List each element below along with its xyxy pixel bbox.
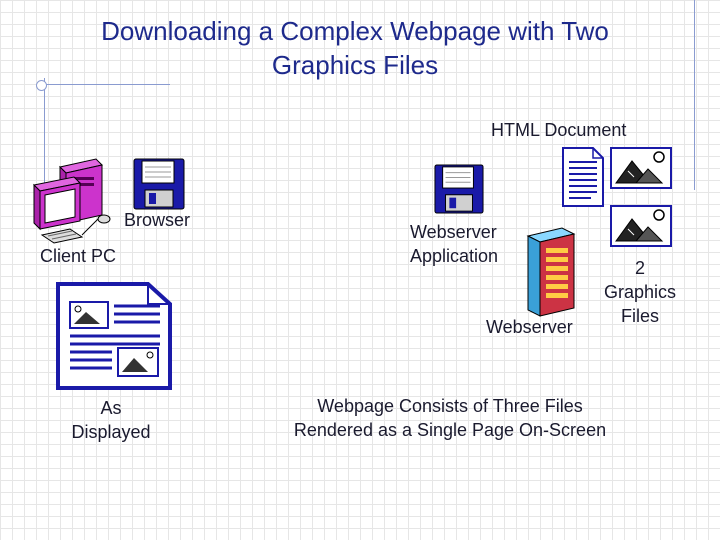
caption: Webpage Consists of Three Files Rendered…: [293, 396, 607, 440]
server-tower-icon: [526, 227, 576, 317]
title-line-1: Downloading a Complex Webpage with Two: [101, 16, 609, 46]
slide-title: Downloading a Complex Webpage with Two G…: [0, 14, 710, 82]
title-line-2: Graphics Files: [271, 50, 439, 80]
client-pc-label: Client PC: [40, 246, 117, 266]
browser-label: Browser: [124, 210, 191, 230]
decorative-line: [44, 78, 45, 198]
webserver-label: Webserver: [486, 317, 573, 337]
decorative-dot: [36, 80, 47, 91]
as-displayed-label: As Displayed: [71, 398, 151, 442]
decorative-line: [38, 84, 170, 85]
graphics-files-label: 2 Graphics Files: [603, 258, 677, 326]
image-file-icon: [610, 147, 672, 189]
image-file-icon: [610, 205, 672, 247]
document-icon: [562, 147, 604, 207]
floppy-disk-icon: [133, 158, 185, 210]
floppy-disk-icon: [434, 164, 484, 214]
html-document-label: HTML Document: [491, 120, 627, 140]
decorative-line: [694, 0, 695, 190]
rendered-page-icon: [56, 282, 172, 390]
computer-icon: [32, 158, 111, 244]
webserver-application-label: Webserver Application: [410, 222, 499, 266]
